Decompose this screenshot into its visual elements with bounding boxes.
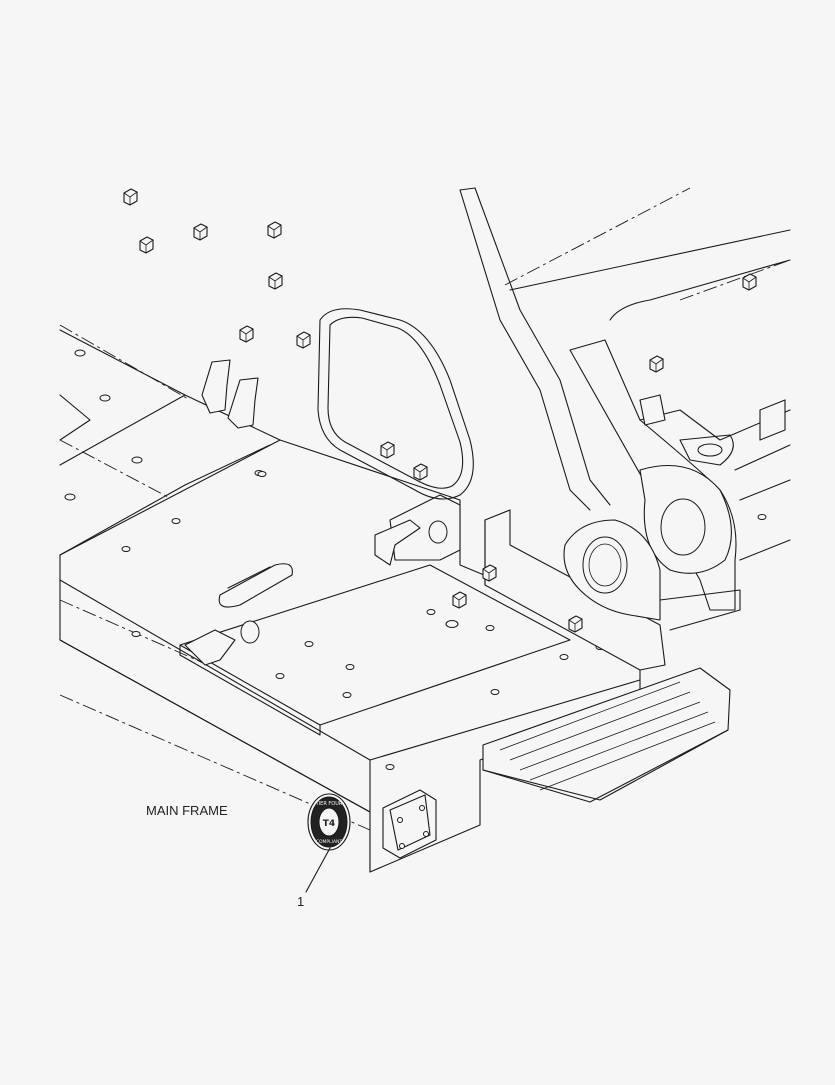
nut (452, 591, 467, 609)
nut (193, 223, 208, 241)
nut (239, 325, 254, 343)
left-rail (59, 329, 186, 501)
decal-bottom-text: COMPLIANT (316, 839, 343, 845)
mount-loop (317, 308, 474, 500)
nut (413, 463, 428, 481)
nut (742, 273, 757, 291)
right-cab-frame (459, 187, 791, 631)
callout-number-1: 1 (297, 894, 305, 909)
main-frame-label: MAIN FRAME (146, 803, 228, 818)
nut (568, 615, 583, 633)
callout-leader-line (305, 847, 331, 893)
nut (267, 221, 282, 239)
nut (482, 564, 497, 582)
tier-four-decal: TIER FOUR COMPLIANT T4 (307, 793, 351, 851)
nut (268, 272, 283, 290)
nut (380, 441, 395, 459)
nut (123, 188, 138, 206)
nut (649, 355, 664, 373)
fastener-nuts (123, 188, 757, 633)
hook-brackets (201, 359, 259, 429)
step-tread (482, 667, 731, 803)
decal-center-text: T4 (323, 819, 335, 829)
nut (139, 236, 154, 254)
main-frame-body (59, 394, 641, 873)
nut (296, 331, 311, 349)
rubber-pad (382, 789, 437, 859)
decal-top-text: TIER FOUR (315, 801, 343, 807)
